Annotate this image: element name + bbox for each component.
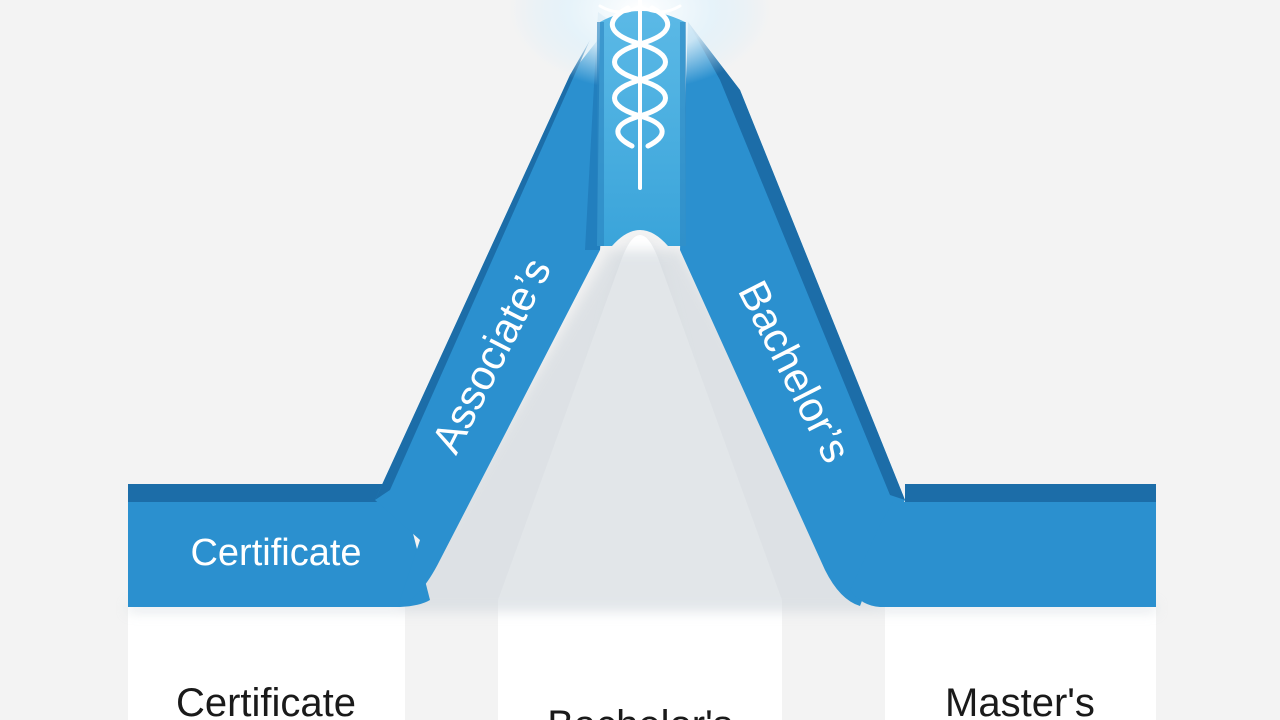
band-associates	[375, 22, 612, 606]
band-certificate	[128, 502, 430, 607]
peak-column-edge-left	[597, 22, 604, 246]
band-masters	[850, 502, 1156, 607]
band-bachelors	[680, 22, 905, 606]
card-left-title: Certificate	[176, 681, 356, 720]
band-masters-top	[905, 484, 1156, 502]
peak-column-edge-right	[680, 22, 686, 246]
band-bachelors-dark-edge	[688, 22, 905, 500]
caduceus-icon	[598, 0, 682, 190]
card-right-title: Master's	[945, 681, 1095, 720]
band-shadow	[128, 250, 1156, 612]
label-certificate: Certificate	[190, 532, 361, 574]
card-right	[885, 600, 1156, 720]
band-certificate-top	[128, 484, 383, 502]
card-center-title: Bachelor's	[547, 703, 733, 720]
band-associates-dark-edge	[375, 40, 590, 500]
card-left	[128, 600, 405, 720]
